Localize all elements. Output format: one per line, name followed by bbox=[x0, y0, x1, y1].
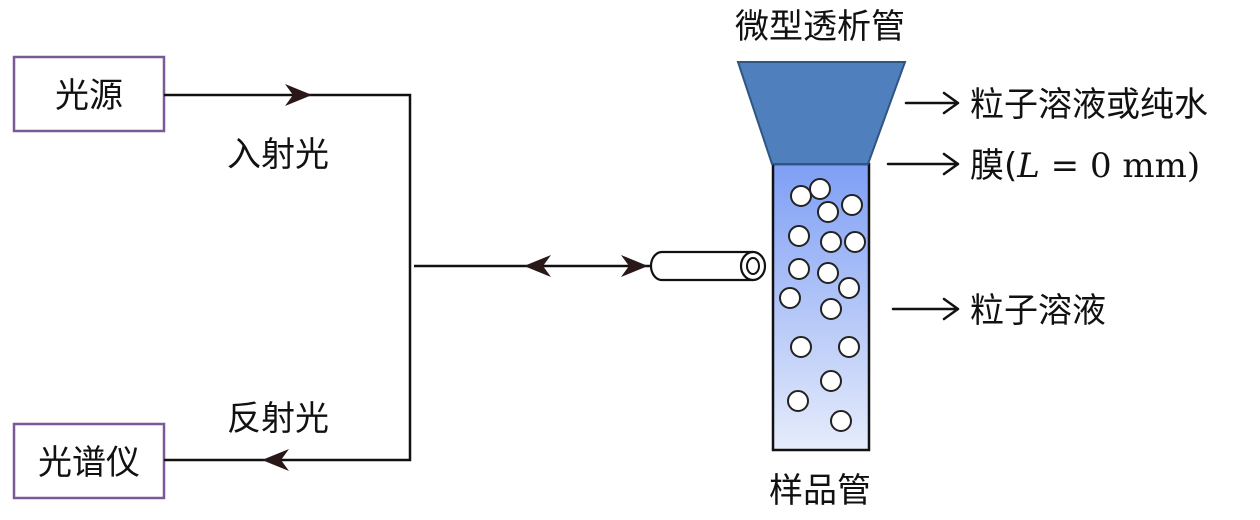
incident-light-path bbox=[164, 93, 412, 462]
bidirectional-arrow-right-head bbox=[621, 255, 648, 277]
reflected-light-label: 反射光 bbox=[227, 399, 329, 439]
fiber-probe-core bbox=[746, 257, 760, 275]
particle bbox=[787, 390, 809, 412]
light-source-box bbox=[12, 55, 166, 133]
reflected-arrow-head bbox=[262, 449, 289, 471]
particle bbox=[788, 225, 810, 247]
dialysis-tube-funnel bbox=[736, 61, 907, 165]
particle bbox=[817, 262, 839, 284]
particle-solution-label: 粒子溶液 bbox=[970, 291, 1106, 331]
annotation-arrows bbox=[886, 91, 960, 321]
particle bbox=[830, 410, 852, 432]
fiber-probe bbox=[649, 250, 754, 282]
particle bbox=[817, 201, 839, 223]
particle bbox=[820, 298, 842, 320]
light-source-label: 光源 bbox=[55, 76, 123, 116]
membrane-variable: L bbox=[1016, 146, 1040, 186]
dialysis-tube-label: 微型透析管 bbox=[735, 7, 905, 47]
bidirectional-arrow-left-head bbox=[524, 255, 551, 277]
particle-solution-arrow bbox=[891, 297, 960, 321]
spectrometer-box bbox=[12, 422, 166, 500]
sample-tube-label: 样品管 bbox=[769, 471, 871, 511]
particle bbox=[790, 336, 812, 358]
particle bbox=[838, 277, 860, 299]
particle bbox=[820, 231, 842, 253]
particle bbox=[790, 185, 812, 207]
membrane-prefix: 膜( bbox=[970, 146, 1017, 186]
incident-light-label: 入射光 bbox=[227, 135, 329, 175]
membrane-equation: = 0 mm) bbox=[1040, 146, 1200, 186]
membrane-label: 膜(L = 0 mm) bbox=[970, 146, 1200, 186]
membrane-arrow bbox=[886, 152, 960, 176]
particle bbox=[809, 178, 831, 200]
particle bbox=[820, 370, 842, 392]
solution-arrow bbox=[904, 91, 960, 115]
incident-arrow-head bbox=[285, 84, 312, 106]
particle bbox=[779, 287, 801, 309]
particle bbox=[788, 258, 810, 280]
particle bbox=[841, 194, 863, 216]
particles bbox=[779, 178, 866, 432]
solution-or-water-label: 粒子溶液或纯水 bbox=[970, 85, 1208, 125]
particle bbox=[844, 231, 866, 253]
particle bbox=[838, 336, 860, 358]
spectrometer-label: 光谱仪 bbox=[38, 443, 140, 483]
